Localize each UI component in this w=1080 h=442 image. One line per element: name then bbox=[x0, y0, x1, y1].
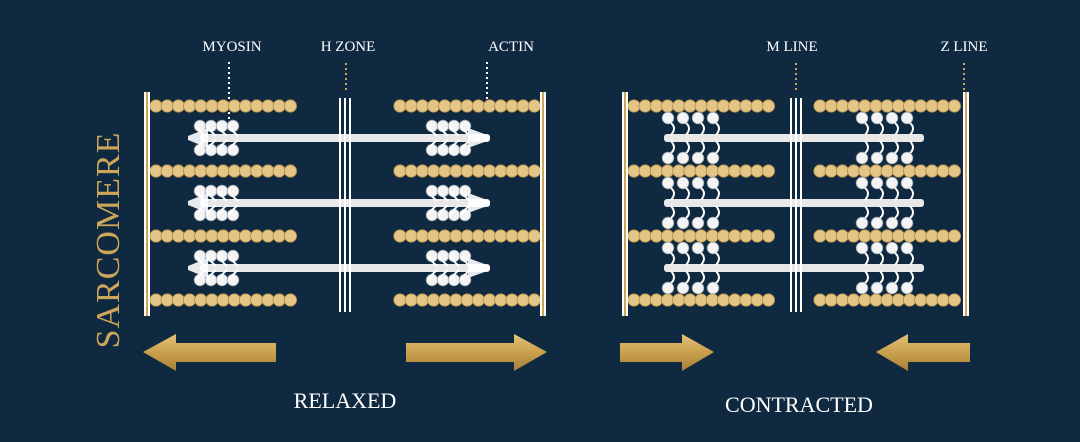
myosin-filament bbox=[662, 242, 924, 294]
sarcomere-title: SARCOMERE bbox=[90, 132, 127, 349]
actin-filament bbox=[814, 100, 961, 112]
label-actin: ACTIN bbox=[488, 39, 534, 55]
actin-filament bbox=[394, 294, 541, 306]
label-m-line: M LINE bbox=[766, 39, 817, 55]
actin-filament bbox=[150, 165, 297, 177]
actin-filament bbox=[814, 165, 961, 177]
actin-filament bbox=[628, 294, 775, 306]
actin-filament bbox=[394, 165, 541, 177]
relaxed-panel bbox=[144, 92, 546, 316]
contracted-myosin-filaments bbox=[662, 112, 924, 294]
actin-filament bbox=[628, 165, 775, 177]
actin-filament bbox=[394, 100, 541, 112]
contracted-panel bbox=[622, 92, 969, 316]
myosin-filament bbox=[662, 112, 924, 164]
m-line bbox=[790, 98, 802, 312]
actin-filament bbox=[628, 100, 775, 112]
label-h-zone: H ZONE bbox=[321, 39, 376, 55]
relaxed-label: RELAXED bbox=[294, 388, 397, 413]
actin-filament bbox=[628, 230, 775, 242]
contracted-label: CONTRACTED bbox=[725, 392, 873, 417]
actin-filament bbox=[150, 100, 297, 112]
actin-filament bbox=[150, 230, 297, 242]
contracted-left-arrow bbox=[620, 334, 714, 371]
label-myosin: MYOSIN bbox=[202, 39, 261, 55]
actin-filament bbox=[814, 294, 961, 306]
relaxed-left-arrow bbox=[143, 334, 276, 371]
actin-filament bbox=[150, 294, 297, 306]
label-z-line: Z LINE bbox=[940, 39, 987, 55]
actin-filament bbox=[394, 230, 541, 242]
actin-filament bbox=[814, 230, 961, 242]
contracted-right-arrow bbox=[876, 334, 970, 371]
relaxed-right-arrow bbox=[406, 334, 547, 371]
m-line bbox=[339, 98, 351, 312]
myosin-filament bbox=[662, 177, 924, 229]
